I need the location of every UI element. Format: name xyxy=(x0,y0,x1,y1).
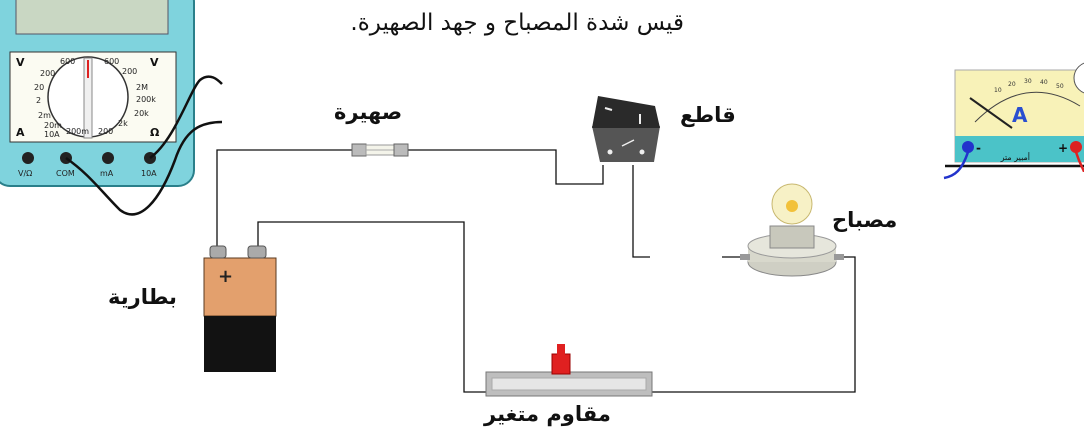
battery-label: بطارية xyxy=(108,285,177,309)
svg-text:200m: 200m xyxy=(66,127,89,136)
svg-text:20k: 20k xyxy=(134,109,149,118)
svg-text:+: + xyxy=(1058,141,1068,155)
multimeter: V V A Ω 600 200 20 2 2m 20m 200m 10A 600… xyxy=(0,0,195,187)
rheostat-label: مقاوم متغير xyxy=(484,402,611,426)
svg-text:40: 40 xyxy=(1040,79,1048,86)
svg-text:10A: 10A xyxy=(44,130,60,139)
lamp-label: مصباح xyxy=(832,208,898,232)
ammeter-label: أمبير متر xyxy=(1000,152,1030,162)
svg-text:200: 200 xyxy=(122,67,137,76)
svg-text:2: 2 xyxy=(36,96,41,105)
svg-text:10: 10 xyxy=(994,87,1002,94)
amp-symbol: A xyxy=(16,126,25,139)
svg-text:200: 200 xyxy=(40,69,55,78)
port-v-ohm: V/Ω xyxy=(18,169,32,178)
svg-text:2k: 2k xyxy=(118,119,128,128)
battery: + xyxy=(203,245,277,372)
svg-text:600: 600 xyxy=(60,57,75,66)
probe-wire-com xyxy=(65,120,223,216)
ammeter-symbol: A xyxy=(1012,103,1028,127)
svg-text:2m: 2m xyxy=(38,111,51,120)
svg-text:20m: 20m xyxy=(44,121,62,130)
ohm-symbol: Ω xyxy=(150,126,160,139)
svg-text:-: - xyxy=(976,141,981,155)
rheostat xyxy=(485,344,653,397)
dc-volt-symbol: V xyxy=(16,56,25,69)
lamp xyxy=(740,183,844,277)
multimeter-display xyxy=(15,0,169,35)
svg-text:200: 200 xyxy=(98,127,113,136)
svg-text:2M: 2M xyxy=(136,83,148,92)
switch xyxy=(592,96,660,162)
ammeter: A 10 20 30 40 50 - + أمبير متر xyxy=(943,62,1084,180)
probe-wire-red xyxy=(149,75,223,160)
fuse xyxy=(351,143,409,157)
svg-text:20: 20 xyxy=(34,83,44,92)
svg-text:50: 50 xyxy=(1056,83,1064,90)
switch-label: قاطع xyxy=(680,103,736,127)
instruction-text: قيس شدة المصباح و جهد الصهيرة. xyxy=(350,10,684,36)
fuse-label: صهيرة xyxy=(334,100,403,124)
svg-text:600: 600 xyxy=(104,57,119,66)
knob-pointer xyxy=(83,57,93,139)
port-com: COM xyxy=(56,169,75,178)
svg-text:200k: 200k xyxy=(136,95,156,104)
port-10a: 10A xyxy=(141,169,157,178)
rheostat-slider xyxy=(551,353,571,375)
circuit-wires xyxy=(216,149,856,393)
svg-text:30: 30 xyxy=(1024,78,1032,85)
battery-plus-sign: + xyxy=(218,266,233,287)
port-ma: mA xyxy=(100,169,114,178)
ac-volt-symbol: V xyxy=(150,56,159,69)
svg-text:20: 20 xyxy=(1008,81,1016,88)
